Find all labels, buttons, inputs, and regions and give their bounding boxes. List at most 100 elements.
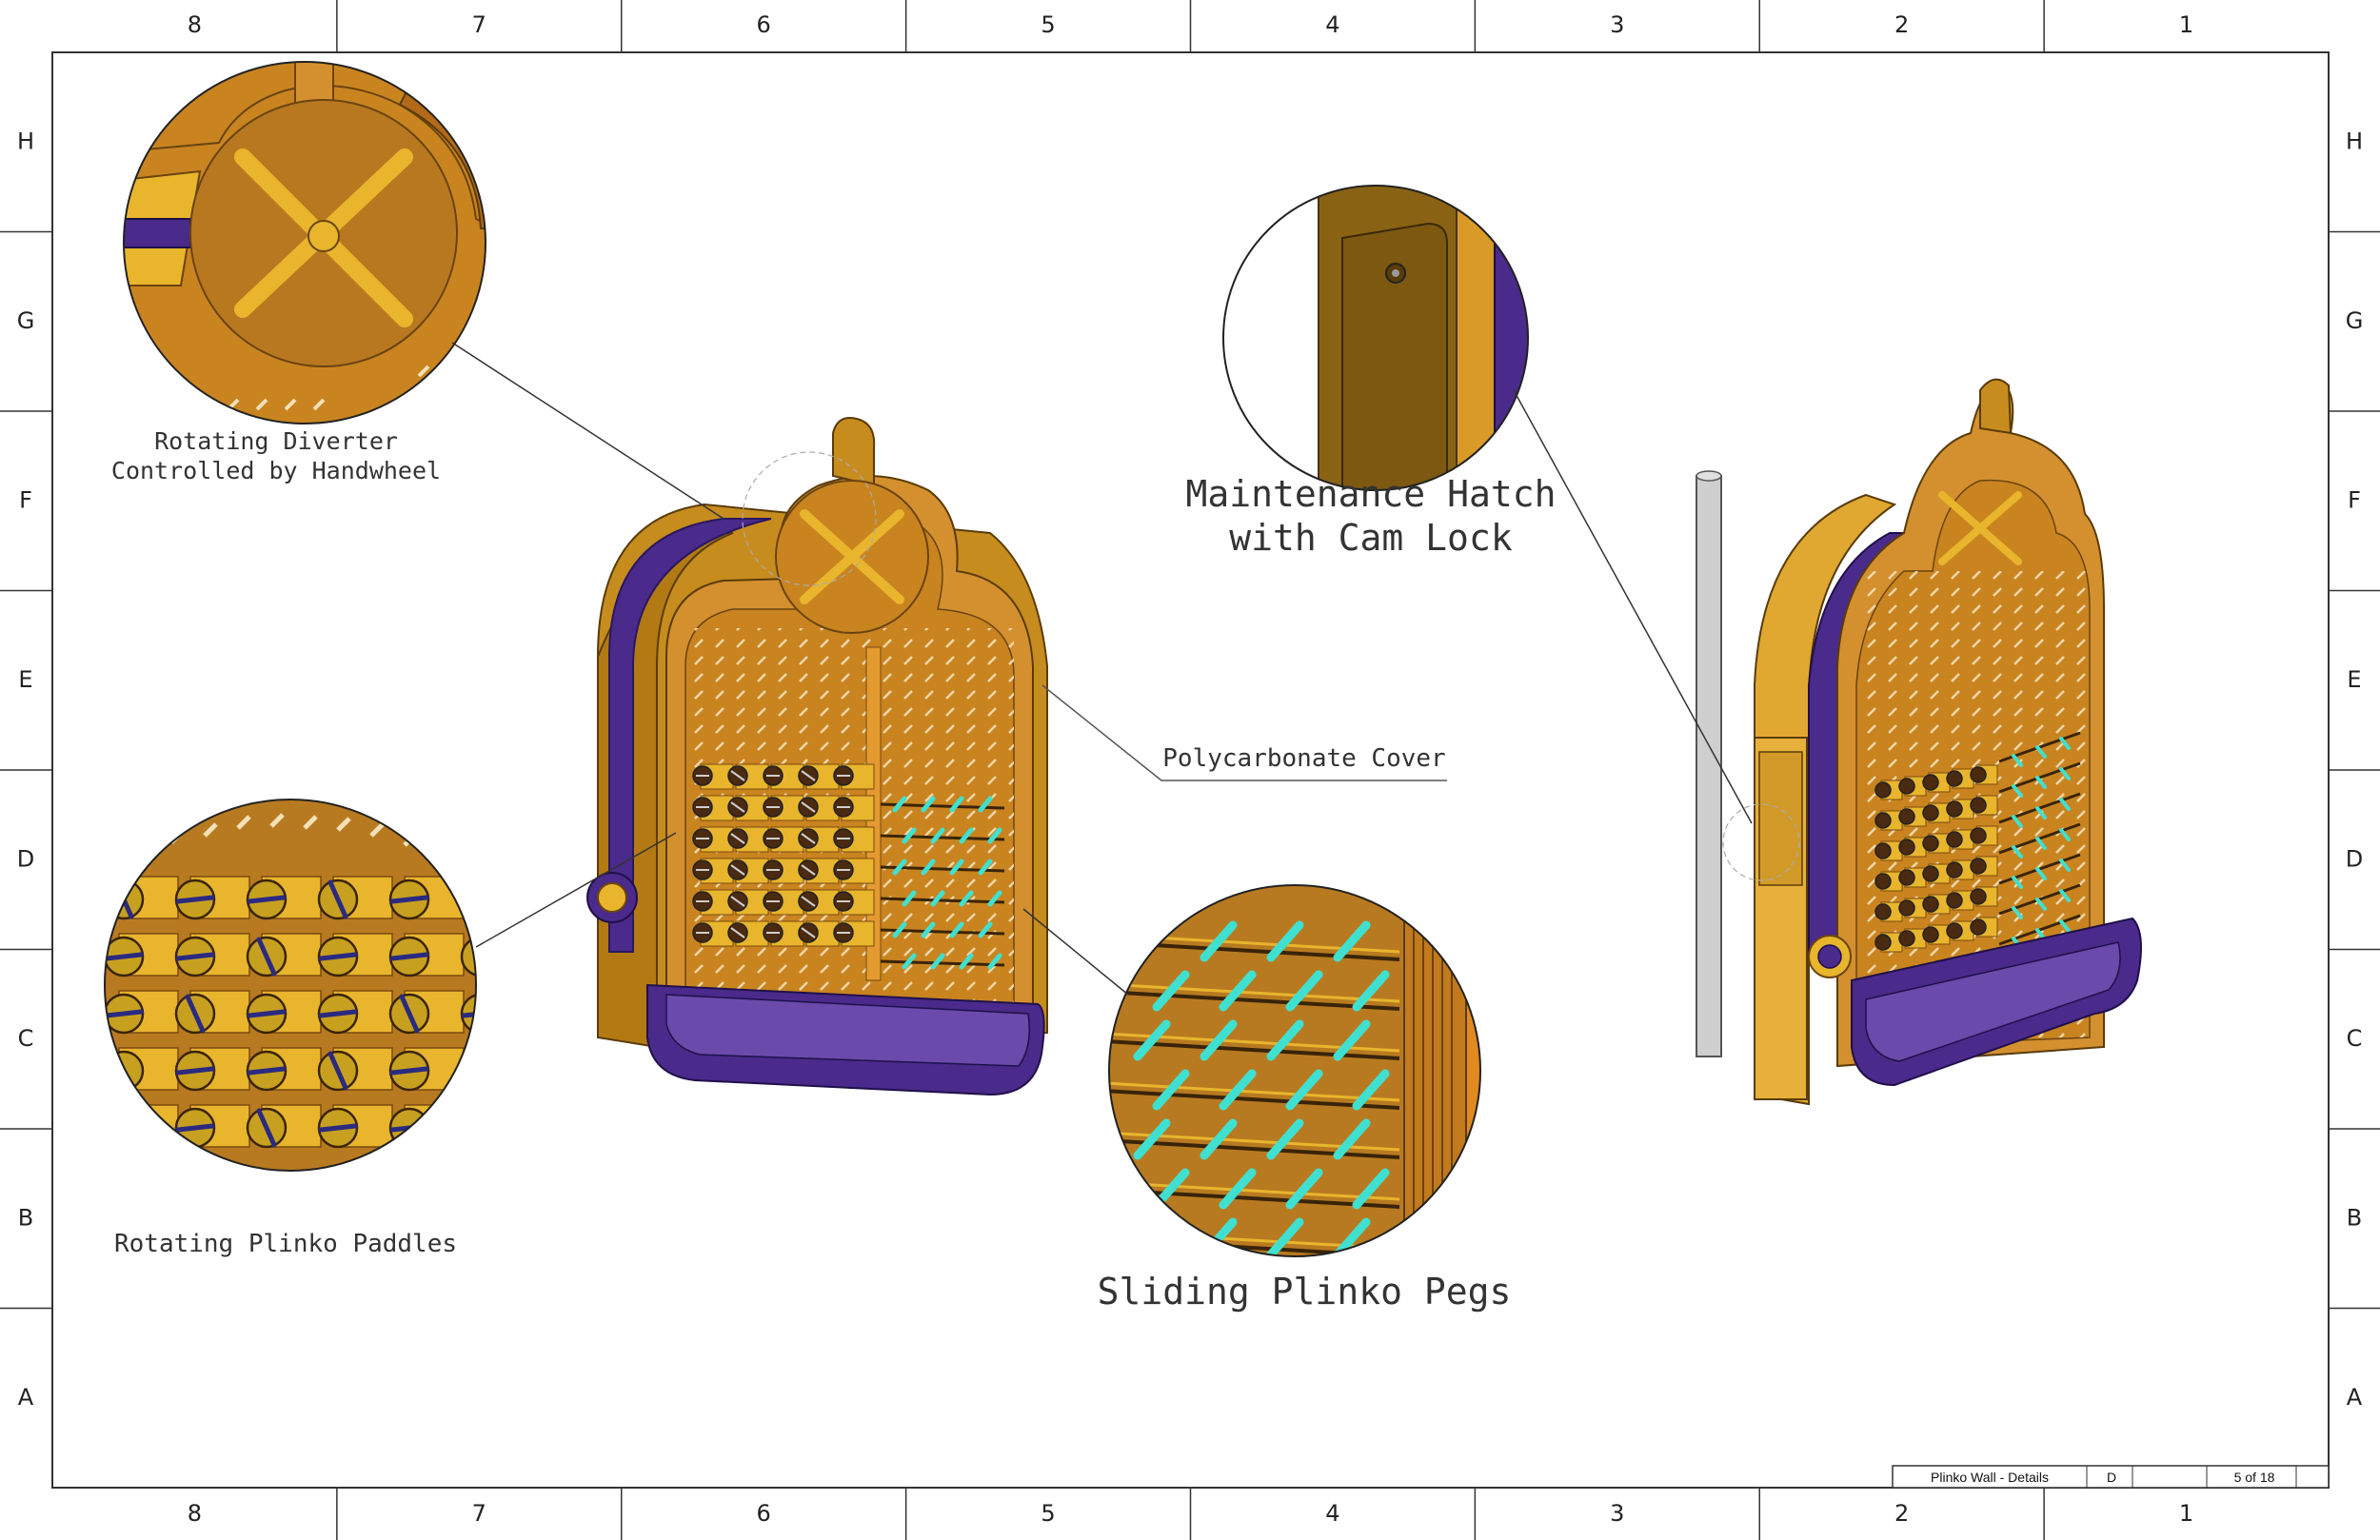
peg [959,827,974,844]
peg [1133,1019,1171,1061]
peg [921,796,936,813]
zone-column-label-bottom: 6 [757,1500,771,1527]
right-peg [2012,906,2023,919]
peg [1266,920,1304,962]
peg [1352,1069,1390,1111]
paddle-blade [327,1051,348,1091]
peg [892,859,907,876]
peg [1285,970,1323,1012]
peg-rail [1109,1089,1400,1110]
paddle-block [475,876,476,919]
peg [1133,1217,1171,1256]
right-paddle [1898,808,1915,825]
peg-rail-highlight [1109,1081,1400,1102]
zone-column-label-top: 8 [188,11,202,38]
right-peg [2012,815,2023,828]
right-paddle [1922,865,1939,882]
right-paddle [1946,892,1963,909]
paddle-blade [389,952,429,961]
zone-row-label-left: B [18,1204,33,1231]
paddle-blade [730,770,745,781]
paddle-blade [730,801,745,813]
paddle-blade [470,1108,476,1148]
right-paddle [1874,812,1892,829]
peg [987,890,1002,907]
paddle-blade [730,896,745,907]
right-paddle [1946,861,1963,879]
right-paddle [1898,899,1915,917]
zone-row-label-left: H [17,128,34,154]
zone-column-label-top: 6 [757,11,771,38]
zone-column-label-bottom: 2 [1894,1500,1909,1527]
peg [892,921,907,938]
paddle-blade [399,994,420,1034]
peg [1200,1118,1238,1160]
right-paddle [1898,930,1915,947]
peg-rail-highlight [1109,1180,1400,1201]
paddle-blade [256,1108,277,1148]
paddle-blade [318,952,358,961]
detail-maintenance-hatch: Maintenance Hatch with Cam Lock [1186,185,1753,824]
diverter-cross [800,509,904,604]
right-paddle [1922,926,1939,943]
paddle-blade [247,1009,287,1018]
right-paddle [1898,839,1915,856]
paddle-blade [801,801,816,813]
peg [949,921,964,938]
paddle-block [475,1104,476,1148]
paddle-blade [327,879,348,919]
peg [1133,1118,1171,1160]
zone-row-label-right: B [2347,1204,2362,1231]
peg [1152,970,1190,1012]
paddle [105,1107,145,1149]
right-peg [2035,776,2047,789]
paddle-blade [801,864,816,876]
paddle-blade [318,1123,358,1133]
diverter-callout-line2: Controlled by Handwheel [111,457,441,484]
peg [987,827,1002,844]
right-paddle [1874,781,1892,799]
pegs-callout-label: Sliding Plinko Pegs [1098,1271,1512,1313]
right-paddle [1898,778,1915,795]
paddle-blade [185,994,206,1034]
peg [930,827,945,844]
right-paddle [1946,770,1963,787]
peg-rail [1109,990,1400,1011]
right-paddle [1970,766,1987,783]
peg-rail [880,897,1005,904]
right-paddle [1970,858,1987,875]
right-peg [2035,806,2047,819]
zone-row-label-right: G [2346,307,2364,334]
zone-row-label-right: C [2347,1025,2363,1052]
zone-row-label-left: E [18,666,32,693]
zone-row-label-left: D [17,845,34,872]
peg [902,953,917,970]
detail-sliding-pegs: Sliding Plinko Pegs [1022,884,1512,1313]
right-peg [2012,754,2023,767]
peg [892,796,907,813]
paddle [460,936,476,977]
zone-column-label-bottom: 7 [472,1500,486,1527]
peg [1333,920,1371,962]
paddle-blade [461,895,476,904]
title-block: Plinko Wall - Details D 5 of 18 [1892,1465,2330,1489]
peg [1285,1168,1323,1210]
zone-column-label-top: 7 [472,11,486,38]
right-peg [2035,867,2047,880]
right-peg [2035,745,2047,759]
paddles-callout-label: Rotating Plinko Paddles [114,1230,457,1258]
right-paddle [1922,774,1939,791]
right-paddle [1946,922,1963,939]
right-peg [2059,889,2071,902]
peg [1200,920,1238,962]
paddle-blade [730,864,745,876]
right-paddle [1874,873,1892,890]
right-paddle [1970,797,1987,814]
paddle-blade [461,1009,476,1018]
zone-column-label-top: 5 [1041,11,1055,38]
title-block-size: D [2107,1470,2116,1485]
